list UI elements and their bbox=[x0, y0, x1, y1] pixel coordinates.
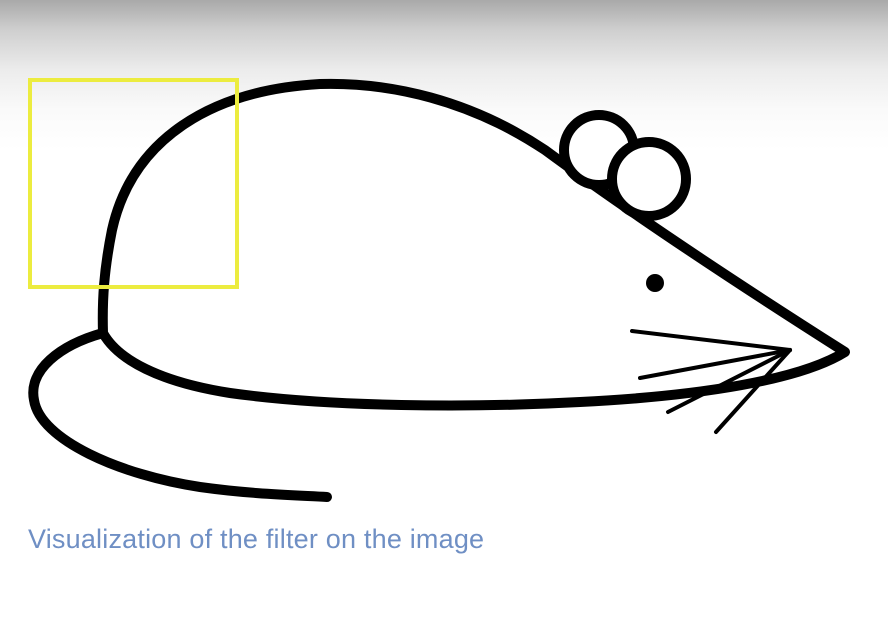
mouse-tail bbox=[28, 328, 332, 502]
whisker-1 bbox=[630, 329, 792, 352]
mouse-body bbox=[97, 78, 850, 411]
caption-text: Visualization of the filter on the image bbox=[28, 524, 485, 554]
whisker-3 bbox=[666, 348, 792, 414]
whisker-2 bbox=[638, 348, 792, 380]
whisker-4 bbox=[714, 348, 792, 434]
mouse-ear-front bbox=[607, 137, 691, 221]
mouse-eye bbox=[646, 274, 664, 292]
filter-box bbox=[28, 78, 239, 289]
mouse-whiskers bbox=[630, 329, 792, 434]
